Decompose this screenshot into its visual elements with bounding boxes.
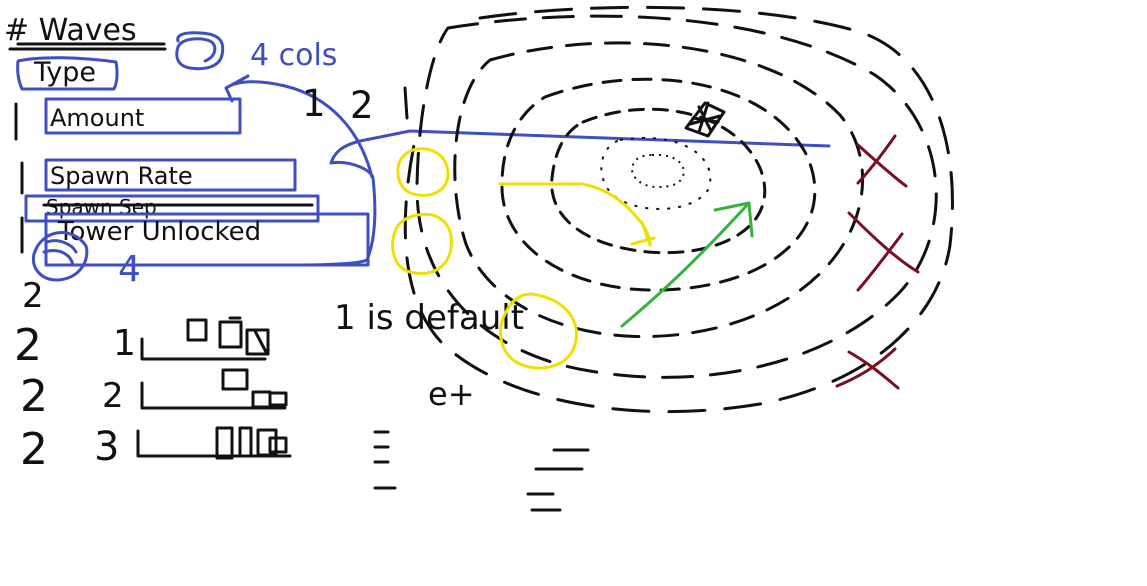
annotations: 1 2 1 is default e+: [302, 82, 590, 512]
red-x-marks: [835, 134, 920, 390]
amount-field-label: Amount: [50, 104, 144, 132]
left-number-2: 2: [14, 320, 42, 371]
center-ring-1: [630, 153, 685, 189]
blue-scribble-icon: [175, 31, 225, 71]
dashed-ring-2: [500, 77, 817, 292]
tower-unlocked-field-label: Tower Unlocked: [57, 217, 261, 247]
yellow-circle-3: [498, 292, 578, 370]
filled-blue-blob: [31, 231, 89, 282]
blue-connector: [44, 74, 831, 267]
right-stroke-lines: [373, 430, 590, 512]
green-arrow: [620, 201, 754, 328]
tower-icon: [684, 101, 726, 138]
wave-row-3-line: [136, 429, 292, 458]
dashed-ring-4: [415, 14, 938, 379]
wave-rows: 2 2 2 2 1 2 3: [14, 276, 292, 475]
plus-note: e+: [428, 375, 475, 413]
number-1: 1: [302, 82, 326, 125]
wave-board: [403, 5, 954, 414]
wave-row-2-icons: [221, 368, 288, 409]
dashed-ring-5: [403, 5, 954, 414]
number-2: 2: [350, 84, 374, 127]
dashed-ring-1: [550, 107, 767, 255]
row-number-2: 2: [102, 376, 124, 416]
row-number-3: 3: [94, 424, 119, 470]
yellow-arrow: [498, 182, 656, 247]
spawn-rate-field-box: [44, 158, 297, 192]
cols-note: 4 cols: [250, 38, 337, 73]
center-ring-2: [600, 137, 712, 210]
yellow-circle-1: [396, 147, 450, 197]
yellow-circle-2: [391, 212, 453, 275]
wave-row-2-line: [140, 381, 287, 410]
red-x-mark-1: [856, 134, 908, 188]
left-margin-marks: [14, 102, 24, 254]
header: # Waves 4 cols: [4, 13, 337, 73]
type-field-label: Type: [33, 57, 96, 88]
left-number-4: 2: [20, 424, 48, 475]
left-number-3: 2: [20, 371, 48, 422]
wave-row-1-line: [140, 337, 267, 361]
blob-number-4: 4: [118, 249, 141, 290]
default-note: 1 is default: [334, 298, 524, 338]
red-x-mark-3: [835, 347, 900, 390]
spawn-sep-field-box: [24, 194, 320, 223]
spawn-circles: [391, 147, 578, 370]
amount-field-box: [44, 97, 242, 135]
wave-row-1-icons: [186, 316, 270, 356]
title-underline: [8, 42, 167, 51]
type-field-box: [16, 56, 119, 91]
left-number-1: 2: [22, 276, 44, 316]
blue-connector-arrow: [224, 74, 374, 179]
row-number-1: 1: [113, 323, 136, 364]
red-x-mark-2: [847, 211, 920, 292]
page-title: # Waves: [4, 13, 137, 48]
wave-row-3-icons: [215, 426, 288, 460]
field-list: Type Amount Spawn Rate Spawn Sep Tower U…: [14, 56, 370, 290]
spawn-rate-field-label: Spawn Rate: [50, 162, 193, 190]
number-marks: [403, 86, 409, 120]
tower-unlocked-field-box: [44, 212, 370, 267]
dashed-ring-3: [453, 41, 864, 339]
